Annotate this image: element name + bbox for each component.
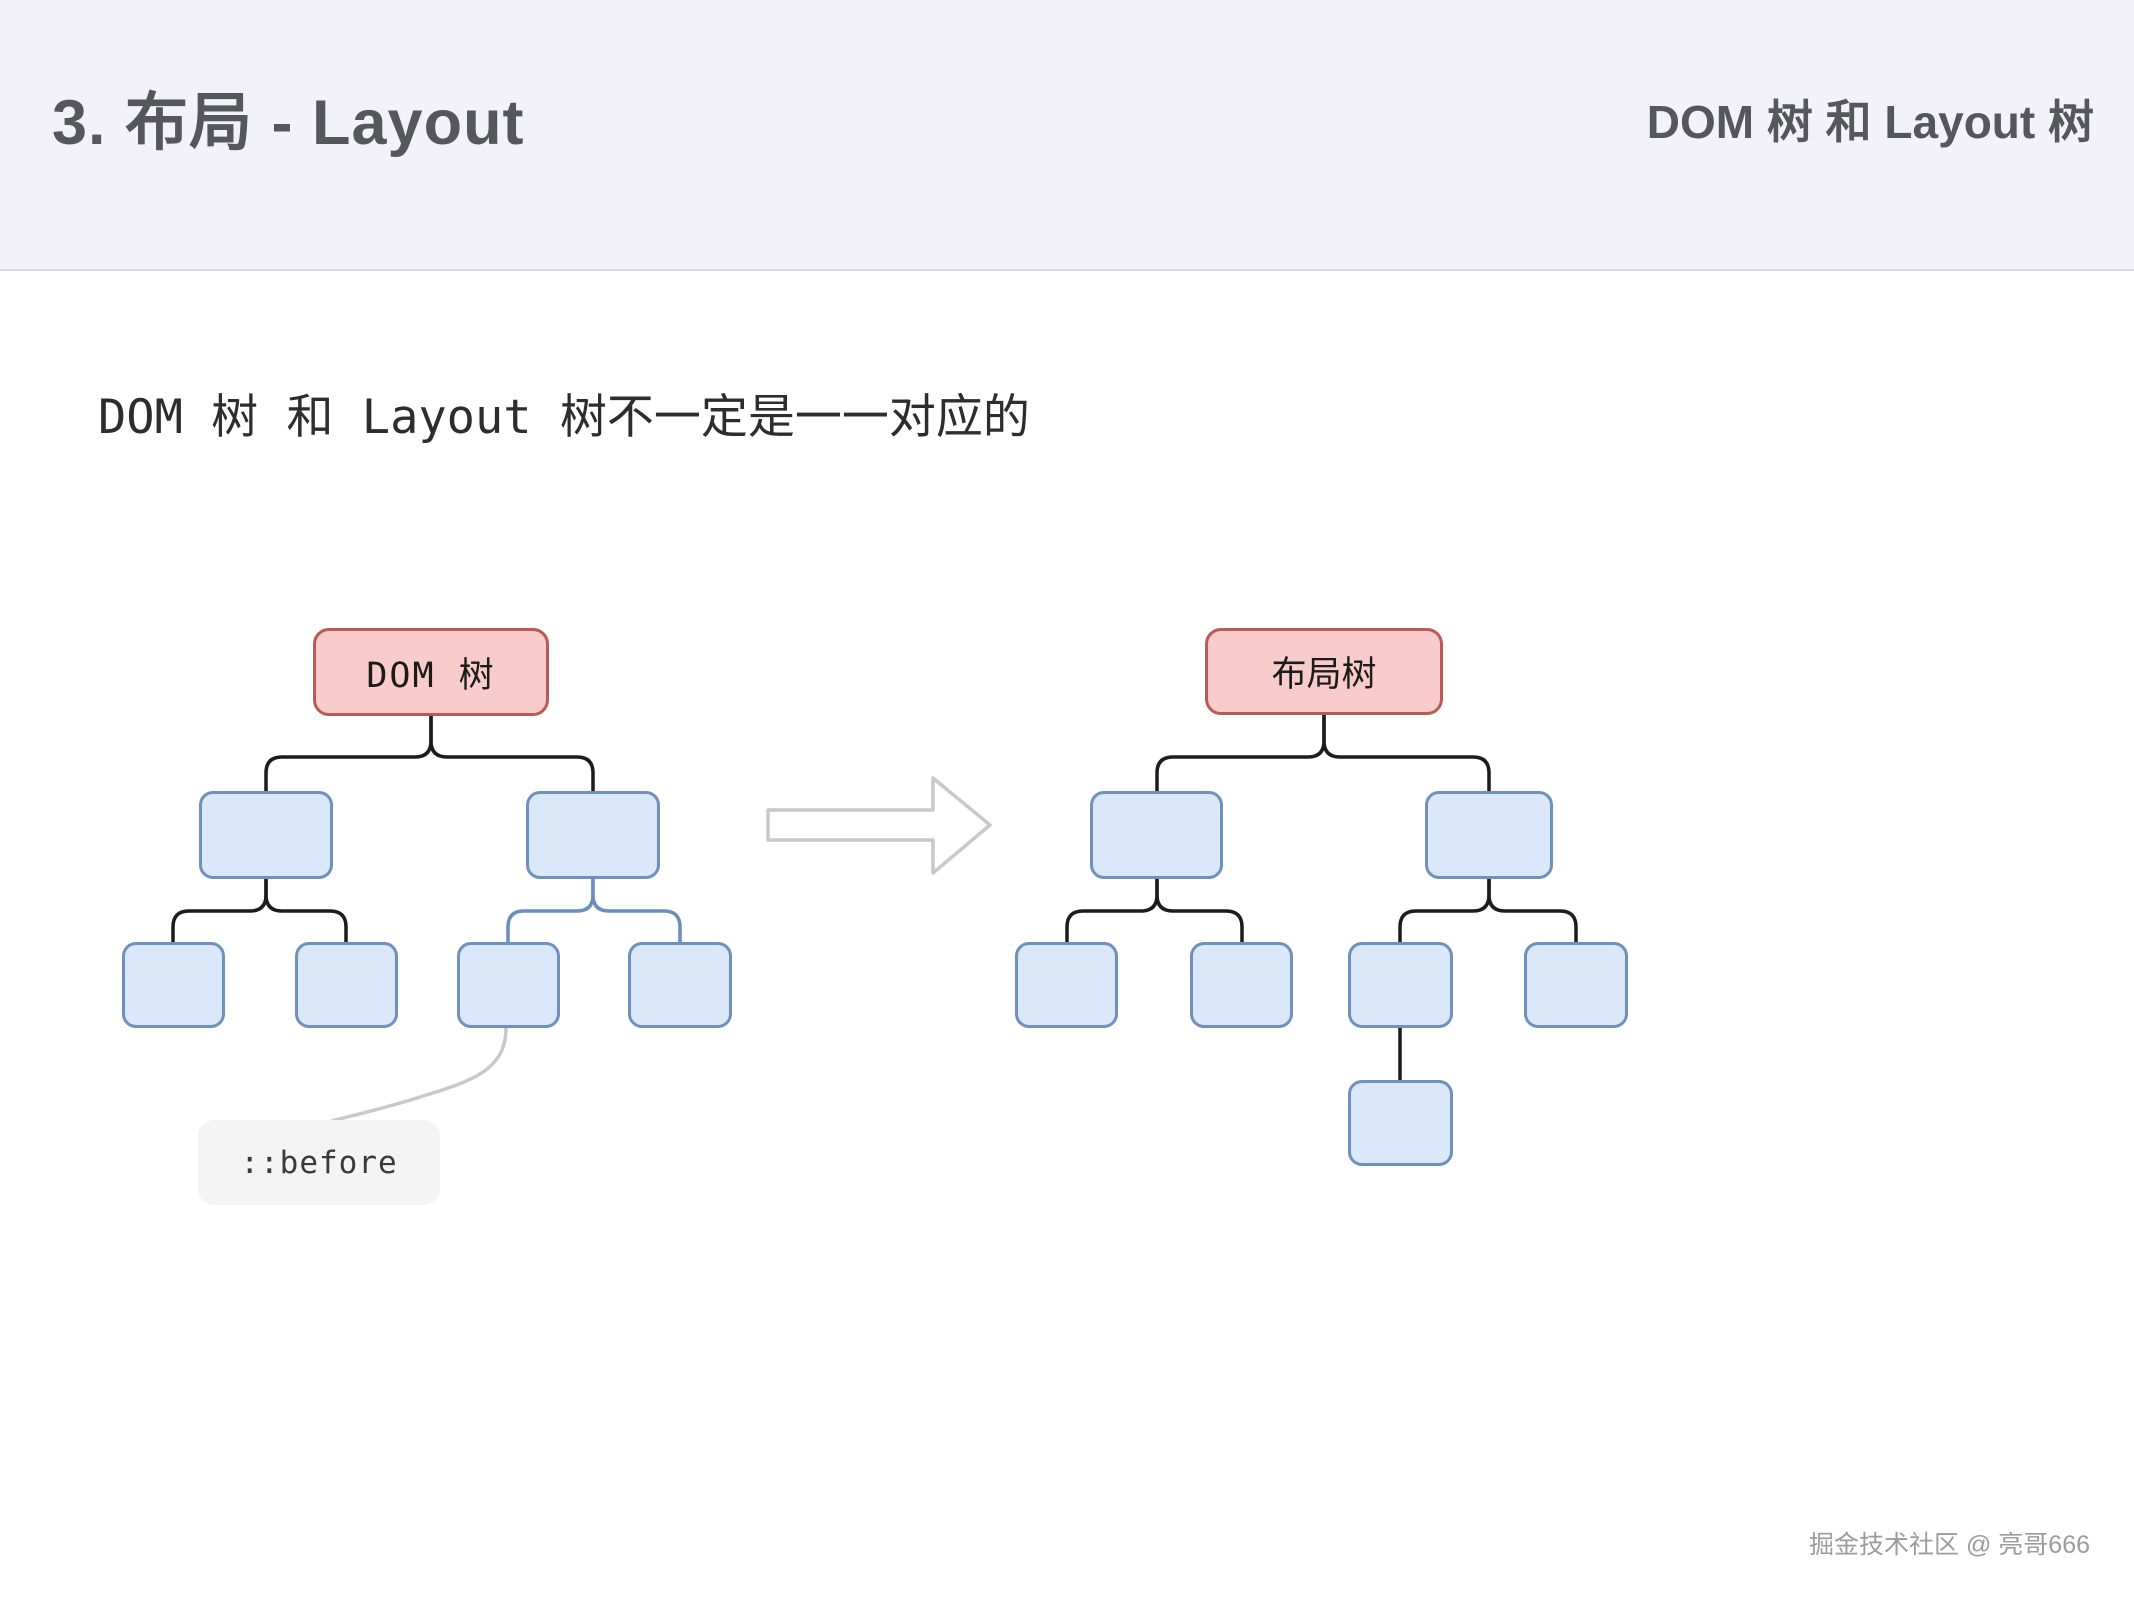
layout-tree-child-left: [1090, 791, 1223, 879]
connector-dom-l1l-leaf1: [171, 877, 268, 944]
dom-tree-leaf-2: [295, 942, 398, 1028]
connector-layout-l1r-leaf3: [1398, 877, 1491, 944]
connector-layout-root-right: [1322, 713, 1491, 793]
layout-tree-leaf-2: [1190, 942, 1293, 1028]
layout-tree-leaf-3: [1348, 942, 1453, 1028]
layout-tree-leaf-1: [1015, 942, 1118, 1028]
header-subtitle: DOM 树 和 Layout 树: [1646, 96, 2094, 148]
transform-arrow-icon: [766, 776, 992, 875]
layout-tree-leaf-4: [1524, 942, 1628, 1028]
dom-tree-child-left: [199, 791, 333, 879]
layout-tree-child-right: [1425, 791, 1553, 879]
connector-layout-l1l-leaf1: [1065, 877, 1159, 944]
dom-tree-leaf-1: [122, 942, 225, 1028]
pseudo-before-label: ::before: [240, 1144, 398, 1181]
connector-dom-l1l-leaf2: [264, 877, 348, 944]
connector-dom-root-left: [264, 714, 433, 793]
dom-tree-root-node: DOM 树: [313, 628, 549, 716]
dom-tree-root-label: DOM 树: [366, 655, 496, 696]
pseudo-before-tag: ::before: [198, 1120, 440, 1205]
layout-tree-extra-node: [1348, 1080, 1453, 1166]
connector-layout-l1r-leaf4: [1487, 877, 1578, 944]
dom-tree-leaf-4: [628, 942, 732, 1028]
connector-layout-root-left: [1155, 713, 1326, 793]
header-band: 3. 布局 - Layout DOM 树 和 Layout 树: [0, 0, 2134, 271]
connector-layout-l1l-leaf2: [1155, 877, 1244, 944]
dom-tree-child-right: [526, 791, 660, 879]
connector-pseudo-curve: [330, 1026, 508, 1123]
statement-text: DOM 树 和 Layout 树不一定是一一对应的: [98, 390, 1030, 445]
page-title: 3. 布局 - Layout: [52, 88, 525, 158]
connector-dom-l1r-leaf4: [591, 877, 682, 944]
connector-dom-l1r-leaf3: [506, 877, 595, 944]
layout-tree-root-node: 布局树: [1205, 628, 1443, 715]
connector-dom-root-right: [429, 714, 595, 793]
watermark: 掘金技术社区 @ 亮哥666: [1809, 1531, 2090, 1559]
dom-tree-leaf-3: [457, 942, 560, 1028]
layout-tree-root-label: 布局树: [1271, 655, 1377, 694]
